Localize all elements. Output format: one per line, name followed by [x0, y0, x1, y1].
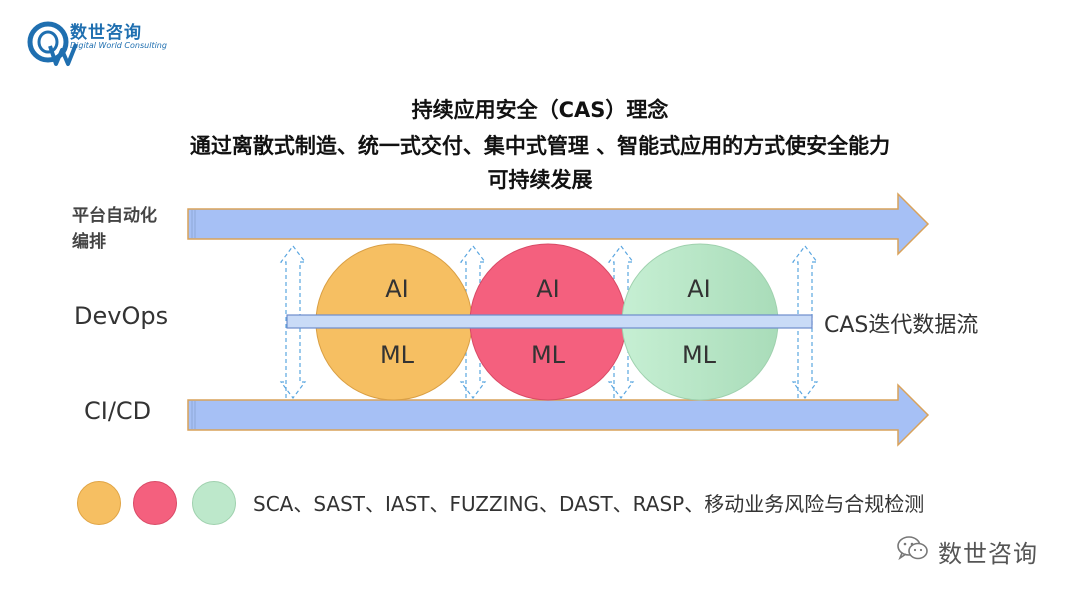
circle-3-top-label: AI — [687, 275, 711, 303]
legend-dot-green — [192, 481, 236, 525]
page-subtitle: 通过离散式制造、统一式交付、集中式管理 、智能式应用的方式使安全能力 — [189, 134, 891, 158]
logo-name-en: Digital World Consulting — [70, 41, 167, 50]
platform-arrow — [187, 192, 930, 256]
dashed-arrow-4 — [791, 245, 819, 399]
company-logo-icon — [27, 21, 78, 66]
cicd-arrow — [187, 383, 930, 447]
label-cicd: CI/CD — [84, 397, 152, 425]
dashed-arrow-3 — [607, 245, 635, 399]
watermark-text: 数世咨询 — [938, 540, 1038, 568]
legend-dot-orange — [77, 481, 121, 525]
label-platform: 平台自动化编排 — [72, 206, 157, 252]
logo-name-cn: 数世咨询 — [70, 23, 142, 43]
circle-1-bottom-label: ML — [379, 341, 415, 369]
cas-flow-bar — [286, 314, 813, 329]
page-title: 持续应用安全（CAS）理念 — [411, 98, 669, 122]
label-cas-flow: CAS迭代数据流 — [824, 313, 979, 338]
wechat-icon — [897, 536, 928, 561]
legend-dot-pink — [133, 481, 177, 525]
circle-2-bottom-label: ML — [530, 341, 566, 369]
label-devops: DevOps — [74, 302, 169, 330]
circle-3-bottom-label: ML — [681, 341, 717, 369]
page-subtitle-continued: 可持续发展 — [487, 168, 593, 192]
dashed-arrow-1 — [279, 245, 307, 399]
circle-2-top-label: AI — [536, 275, 560, 303]
legend-text: SCA、SAST、IAST、FUZZING、DAST、RASP、移动业务风险与合… — [253, 492, 925, 516]
circle-1-top-label: AI — [385, 275, 409, 303]
dashed-arrow-2 — [459, 245, 487, 399]
